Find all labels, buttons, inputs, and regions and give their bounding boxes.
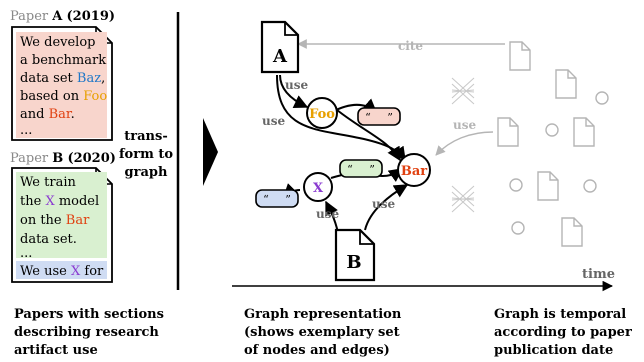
gray-use-edge bbox=[435, 131, 494, 156]
svg-text:“___”: “___” bbox=[263, 193, 291, 208]
svg-text:on the Bar: on the Bar bbox=[20, 213, 90, 228]
svg-text:“___”: “___” bbox=[347, 163, 375, 178]
edge-b-bar bbox=[364, 184, 409, 231]
svg-text:We use X for: We use X for bbox=[20, 264, 104, 279]
use-labels: use use use use bbox=[262, 78, 395, 221]
svg-text:A: A bbox=[272, 46, 288, 67]
svg-text:publication date: publication date bbox=[494, 343, 613, 358]
black-edges bbox=[276, 74, 409, 239]
caption-right: Graph is temporal according to paper pub… bbox=[494, 307, 632, 358]
svg-text:We train: We train bbox=[20, 175, 76, 190]
quote-node-green: “___” bbox=[339, 159, 383, 178]
paper-b-text: We train the X model on the Bar data set… bbox=[20, 175, 104, 279]
svg-text:use: use bbox=[316, 207, 339, 221]
svg-text:graph: graph bbox=[125, 165, 168, 180]
paper-b-highlight-blue bbox=[16, 261, 107, 279]
bar-node: Bar bbox=[397, 153, 431, 187]
foo-node: Foo bbox=[306, 97, 338, 129]
svg-text:Graph is temporal: Graph is temporal bbox=[494, 307, 626, 322]
svg-text:Foo: Foo bbox=[309, 107, 335, 122]
svg-text:use: use bbox=[372, 197, 395, 211]
caption-middle: Graph representation (shows exemplary se… bbox=[244, 307, 402, 358]
svg-text:Bar: Bar bbox=[401, 164, 427, 179]
svg-text:use: use bbox=[285, 78, 308, 92]
x-node: X bbox=[303, 172, 333, 202]
gray-use-label: use bbox=[453, 118, 476, 132]
transform-label: trans- form to graph bbox=[119, 129, 173, 180]
svg-text:Graph representation: Graph representation bbox=[244, 307, 402, 322]
svg-text:Papers with sections: Papers with sections bbox=[14, 307, 164, 322]
svg-text:according to paper: according to paper bbox=[494, 325, 632, 340]
transform-arrow-icon bbox=[203, 118, 218, 186]
svg-text:and Bar.: and Bar. bbox=[20, 107, 75, 122]
svg-text:X: X bbox=[313, 181, 324, 196]
cite-label: cite bbox=[398, 39, 423, 53]
omitted-edges-bottom bbox=[451, 185, 475, 213]
svg-text:the X model: the X model bbox=[20, 194, 99, 209]
paper-b-title: Paper B (2020) bbox=[10, 151, 116, 166]
svg-text:trans-: trans- bbox=[124, 129, 167, 144]
paper-a-text: We develop a benchmark data set Baz, bas… bbox=[20, 35, 107, 138]
svg-text:a benchmark: a benchmark bbox=[20, 53, 106, 68]
svg-text:artifact use: artifact use bbox=[14, 343, 98, 358]
svg-text:data set Baz,: data set Baz, bbox=[20, 71, 105, 86]
svg-text:form to: form to bbox=[119, 147, 173, 162]
edge-a-foo bbox=[279, 74, 309, 109]
svg-text:data set.: data set. bbox=[20, 232, 77, 247]
svg-text:(shows exemplary set: (shows exemplary set bbox=[244, 325, 400, 340]
doc-node-b: B bbox=[334, 228, 376, 282]
time-label: time bbox=[582, 267, 615, 282]
gray-doc-nodes bbox=[497, 41, 595, 247]
quote-node-blue: “___” bbox=[255, 189, 299, 208]
paper-b: Paper B (2020) We train the X model on t… bbox=[10, 151, 116, 283]
svg-text:of nodes and edges): of nodes and edges) bbox=[244, 343, 390, 358]
paper-a: Paper A (2019) We develop a benchmark da… bbox=[10, 9, 115, 141]
svg-text:use: use bbox=[262, 114, 285, 128]
svg-text:We develop: We develop bbox=[20, 35, 96, 50]
edge-foo-bar bbox=[336, 109, 401, 162]
paper-b-highlight-green bbox=[16, 172, 107, 258]
caption-left: Papers with sections describing research… bbox=[14, 307, 164, 358]
svg-text:...: ... bbox=[20, 246, 32, 261]
gray-circle-nodes bbox=[509, 91, 609, 235]
svg-text:B: B bbox=[346, 252, 361, 273]
svg-text:“___”: “___” bbox=[365, 111, 393, 126]
paper-a-title: Paper A (2019) bbox=[10, 9, 115, 24]
quote-node-red: “___” bbox=[357, 107, 401, 126]
doc-node-a: A bbox=[260, 20, 300, 74]
omitted-edges-top bbox=[451, 77, 475, 105]
svg-text:...: ... bbox=[20, 123, 32, 138]
paper-a-highlight bbox=[16, 32, 107, 138]
svg-text:based on Foo: based on Foo bbox=[20, 89, 107, 104]
svg-text:describing research: describing research bbox=[14, 325, 159, 340]
